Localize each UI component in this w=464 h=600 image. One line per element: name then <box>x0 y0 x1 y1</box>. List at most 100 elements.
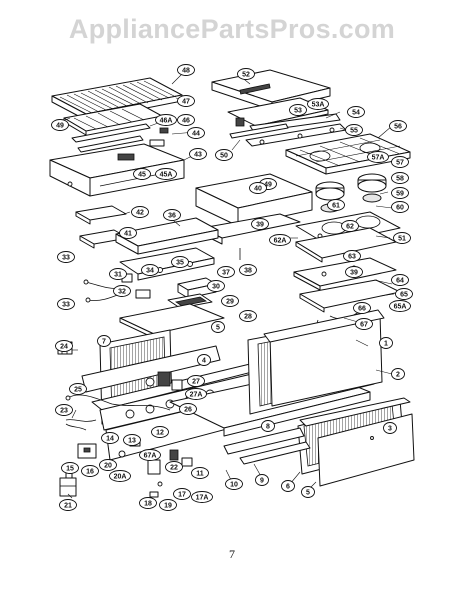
callout-text: 45 <box>138 172 146 179</box>
callout-oval <box>155 168 177 180</box>
grill-igniter-part <box>149 127 169 147</box>
callout-c16: 16 <box>81 465 99 477</box>
callout-oval <box>131 206 149 218</box>
callout-oval <box>345 124 363 136</box>
callout-text: 41 <box>124 231 132 238</box>
callout-oval <box>123 434 141 446</box>
callout-c33b: 33 <box>57 298 75 310</box>
callout-text: 24 <box>60 344 68 351</box>
callout-oval <box>261 420 275 432</box>
callout-text: 21 <box>64 503 72 510</box>
callout-c38: 38 <box>239 264 257 276</box>
callout-c8: 8 <box>261 420 275 432</box>
callout-c61: 61 <box>327 199 345 211</box>
callout-text: 49 <box>56 123 64 130</box>
callout-oval <box>251 218 269 230</box>
callout-c33a: 33 <box>57 251 75 263</box>
callout-c46a: 46A <box>155 114 177 126</box>
callout-text: 4 <box>202 358 206 365</box>
callout-c2: 2 <box>391 368 405 380</box>
callout-c39a: 39 <box>251 218 269 230</box>
callout-oval <box>341 220 359 232</box>
callout-text: 27A <box>190 392 203 399</box>
callout-c62a: 62A <box>269 234 291 246</box>
callout-text: 34 <box>146 268 154 275</box>
callout-oval <box>165 461 183 473</box>
callout-c42: 42 <box>131 206 149 218</box>
callout-text: 52 <box>242 72 250 79</box>
callout-oval <box>255 474 269 486</box>
callout-text: 11 <box>196 471 204 478</box>
callout-text: 64 <box>396 278 404 285</box>
callout-oval <box>119 227 137 239</box>
callout-c52: 52 <box>237 68 255 80</box>
callout-c7: 7 <box>97 335 111 347</box>
callout-oval <box>207 280 225 292</box>
callout-oval <box>395 288 413 300</box>
callout-oval <box>345 266 363 278</box>
callout-oval <box>69 383 87 395</box>
callout-oval <box>327 199 345 211</box>
callout-text: 10 <box>230 482 238 489</box>
callout-text: 46A <box>160 118 173 125</box>
callout-oval <box>289 104 307 116</box>
callout-c13: 13 <box>123 434 141 446</box>
igniter-wire-part <box>65 419 97 431</box>
callout-text: 22 <box>170 465 178 472</box>
callout-oval <box>389 300 411 312</box>
grill-tray-part <box>63 103 163 136</box>
callout-text: 43 <box>194 152 202 159</box>
callout-text: 39 <box>256 222 264 229</box>
callout-text: 25 <box>74 387 82 394</box>
burner-box-part <box>295 227 397 263</box>
spark-module-part <box>77 443 97 459</box>
callout-oval <box>51 119 69 131</box>
callout-text: 45A <box>160 172 173 179</box>
callout-c47: 47 <box>177 95 195 107</box>
callout-c36: 36 <box>163 209 181 221</box>
callout-c43: 43 <box>189 148 207 160</box>
callout-c17: 17 <box>173 488 191 500</box>
callout-text: 46 <box>182 118 190 125</box>
callout-oval <box>179 403 197 415</box>
callout-text: 19 <box>164 503 172 510</box>
callout-text: 14 <box>106 436 114 443</box>
callout-c10: 10 <box>225 478 243 490</box>
callout-text: 1 <box>384 341 388 348</box>
callout-c3: 3 <box>383 422 397 434</box>
callout-c24: 24 <box>55 340 73 352</box>
callout-c65a: 65A <box>389 300 411 312</box>
callout-text: 31 <box>114 272 122 279</box>
callout-oval <box>343 250 361 262</box>
callout-oval <box>191 467 209 479</box>
callout-text: 42 <box>136 210 144 217</box>
grill-burner-tube-part <box>71 123 151 153</box>
callout-c46: 46 <box>177 114 195 126</box>
callout-text: 59 <box>396 191 404 198</box>
callout-c27: 27 <box>187 375 205 387</box>
callout-text: 6 <box>286 484 290 491</box>
power-cord-part <box>65 394 171 411</box>
callout-text: 38 <box>244 268 252 275</box>
callout-c53: 53 <box>289 104 307 116</box>
callout-text: 65 <box>400 292 408 299</box>
callout-c67: 67 <box>355 318 373 330</box>
callout-text: 13 <box>128 438 136 445</box>
callout-text: 5 <box>306 490 310 497</box>
callout-text: 20A <box>114 474 127 481</box>
callout-oval <box>101 432 119 444</box>
callout-c15: 15 <box>61 462 79 474</box>
callout-text: 50 <box>220 153 228 160</box>
callout-text: 60 <box>396 205 404 212</box>
callout-oval <box>383 422 397 434</box>
bottom-rail-part <box>223 427 311 465</box>
burner-head-right-part <box>357 173 387 203</box>
callout-c63: 63 <box>343 250 361 262</box>
callout-c40: 40 <box>249 182 267 194</box>
callout-oval <box>109 268 127 280</box>
callout-text: 44 <box>192 131 200 138</box>
callout-oval <box>97 335 111 347</box>
callout-c53a: 53A <box>307 98 329 110</box>
valve-manifold-part <box>119 247 215 281</box>
callout-c41: 41 <box>119 227 137 239</box>
